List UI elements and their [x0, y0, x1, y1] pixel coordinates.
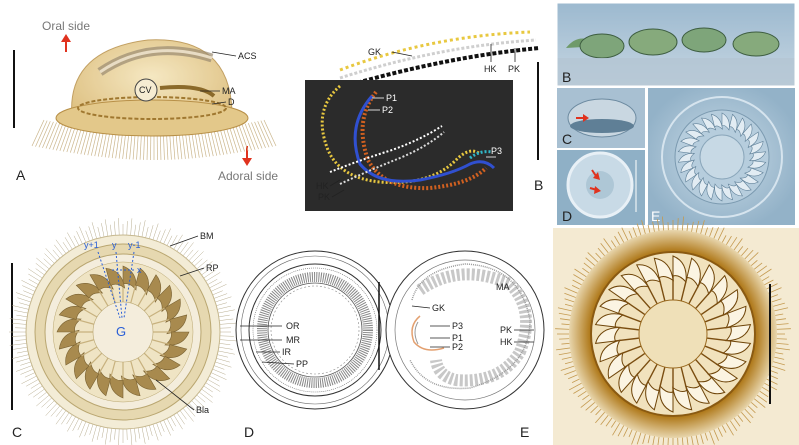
gk-arc-top [339, 30, 531, 72]
pk-label-e: PK [500, 325, 512, 335]
cyan-kinety [469, 150, 493, 160]
contractile-vacuole [134, 78, 158, 102]
pk-label-b: PK [318, 192, 330, 202]
disc-cilia-c [9, 218, 237, 445]
photo-d: D [557, 150, 645, 225]
cilia-fringe [31, 119, 277, 160]
panel-letter-c-left: C [12, 424, 22, 440]
radial-pins-ring [257, 272, 373, 388]
panel-b: GK HK PK P1 P2 P3 HK PK B [305, 30, 543, 211]
macronucleus-e [416, 268, 532, 387]
panel-letter-b-left: B [534, 177, 543, 193]
white-kinety-hk [329, 125, 443, 173]
panel-c: y+1 y y-1 x G BM RP Bla C [9, 218, 237, 445]
pk-arc-top [345, 46, 541, 88]
bm-label: BM [200, 231, 214, 241]
ir-label: IR [282, 347, 292, 357]
adoral-ring-a [55, 99, 249, 137]
or-label: OR [286, 321, 300, 331]
pp-label: PP [296, 359, 308, 369]
panel-a: Oral side Adoral side CV ACS MA D A [13, 19, 278, 183]
arrow-d1-icon [591, 169, 600, 180]
blue-kinety [353, 95, 496, 183]
y-minus-1-label: y-1 [128, 240, 141, 250]
p2-label-e: P2 [452, 342, 463, 352]
panel-d: OR MR IR PP D [235, 250, 395, 440]
hk-arc-top [339, 38, 537, 80]
p3-label-b: P3 [491, 146, 502, 156]
photo-stained-disc [553, 216, 799, 445]
mr-label: MR [286, 335, 300, 345]
g-label: G [116, 324, 126, 339]
cv-label: CV [139, 85, 152, 95]
oral-loop-e [411, 315, 445, 351]
rp-label: RP [206, 263, 219, 273]
pk-hk-ring-e [409, 263, 531, 390]
hk-label-b: HK [316, 181, 329, 191]
ma-label-e: MA [496, 282, 510, 292]
kinety-dark-panel [305, 80, 513, 211]
stained-disc-denticles [594, 255, 752, 413]
denticles-c [56, 265, 190, 399]
p1-label-e: P1 [452, 333, 463, 343]
d-label-a: D [228, 97, 235, 107]
panel-letter-e-left: E [520, 424, 529, 440]
photo-e-denticles [677, 112, 767, 202]
panel-letter-e-right: E [651, 208, 660, 224]
y-plus-1-label: y+1 [84, 240, 99, 250]
x-label: x [137, 265, 142, 275]
ma-label-a: MA [222, 86, 236, 96]
acs-label: ACS [238, 51, 257, 61]
panel-letter-a: A [16, 167, 26, 183]
panel-letter-d-left: D [244, 424, 254, 440]
white-kinety-pk [339, 131, 445, 185]
panel-letter-d-right: D [562, 208, 572, 224]
gk-label-e: GK [432, 303, 445, 313]
hk-label-top: HK [484, 64, 497, 74]
photo-c: C [557, 88, 645, 148]
p1-label-b: P1 [386, 93, 397, 103]
denticle-guide-lines [97, 251, 136, 319]
macronucleus-a [159, 85, 216, 98]
y-label: y [112, 240, 117, 250]
adoral-side-label: Adoral side [218, 169, 278, 183]
panel-letter-b-right: B [562, 69, 571, 85]
oral-arrow-icon [61, 34, 71, 52]
oral-side-label: Oral side [42, 19, 90, 33]
gk-label-b: GK [368, 47, 381, 57]
p3-label-e: P3 [452, 321, 463, 331]
bla-label: Bla [196, 405, 209, 415]
hk-label-e: HK [500, 337, 513, 347]
p2-label-b: P2 [382, 105, 393, 115]
photo-b: B [556, 2, 796, 87]
photo-e: E [648, 88, 795, 225]
panel-letter-c-right: C [562, 131, 572, 147]
panel-e: MA GK P3 P1 P2 PK HK E [385, 250, 545, 440]
arrow-c-icon [576, 114, 589, 122]
pk-label-top: PK [508, 64, 520, 74]
arrow-d2-icon [589, 186, 601, 194]
